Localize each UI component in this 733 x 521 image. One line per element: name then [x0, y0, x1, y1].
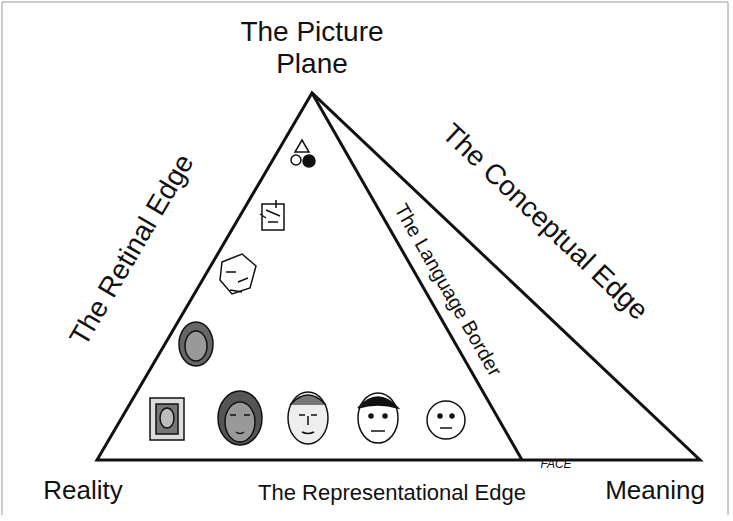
border-label: The Language Border	[390, 200, 507, 380]
face-word: FACE	[540, 458, 571, 472]
edge-label: The Representational Edge	[258, 480, 526, 505]
corner-label: Reality	[43, 476, 122, 506]
apex-label: The Picture Plane	[212, 16, 412, 80]
edge-label: The Conceptual Edge	[436, 117, 655, 326]
corner-label: Meaning	[605, 476, 705, 506]
